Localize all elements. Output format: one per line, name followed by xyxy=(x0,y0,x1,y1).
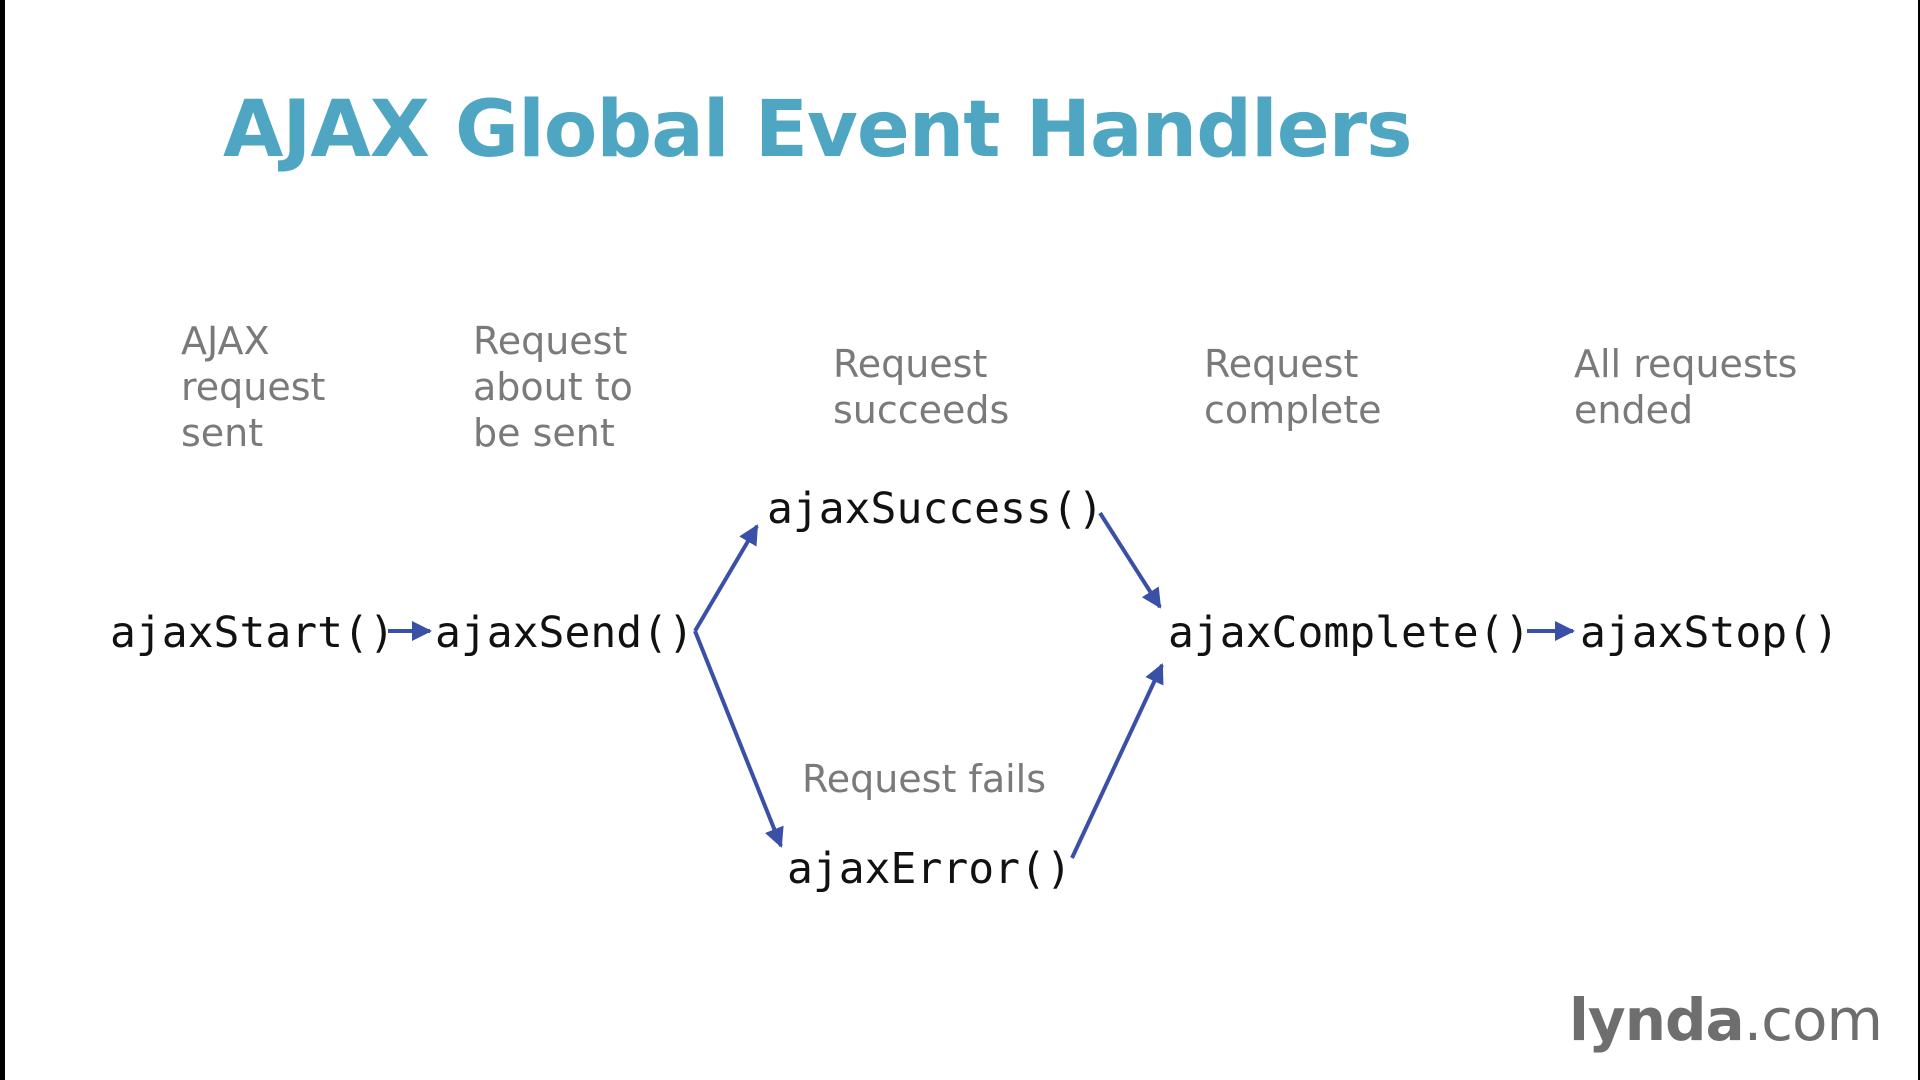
node-ajax-start: ajaxStart() xyxy=(110,608,395,658)
node-ajax-send: ajaxSend() xyxy=(435,608,694,658)
arrow-error-to-complete xyxy=(1070,663,1164,859)
logo-suffix: .com xyxy=(1743,986,1883,1054)
label-request-succeeds: Request succeeds xyxy=(833,342,1010,432)
node-ajax-complete: ajaxComplete() xyxy=(1168,608,1531,658)
slide-title: AJAX Global Event Handlers xyxy=(223,85,1413,175)
label-request-about-to-be-sent: Request about to be sent xyxy=(473,319,633,455)
label-request-complete: Request complete xyxy=(1204,342,1382,432)
lynda-logo: lynda.com xyxy=(1569,986,1883,1054)
slide: AJAX Global Event Handlers AJAX request … xyxy=(5,0,1918,1080)
node-ajax-success: ajaxSuccess() xyxy=(767,484,1104,534)
arrow-send-to-success xyxy=(693,524,759,633)
node-ajax-stop: ajaxStop() xyxy=(1580,608,1839,658)
label-ajax-request-sent: AJAX request sent xyxy=(181,319,326,455)
label-all-requests-ended: All requests ended xyxy=(1574,342,1798,432)
node-ajax-error: ajaxError() xyxy=(787,844,1072,894)
flow-arrows xyxy=(388,511,1575,859)
label-request-fails: Request fails xyxy=(802,757,1047,801)
arrow-send-to-error xyxy=(693,630,784,848)
arrow-success-to-complete xyxy=(1098,511,1162,609)
logo-brand: lynda xyxy=(1569,986,1745,1054)
